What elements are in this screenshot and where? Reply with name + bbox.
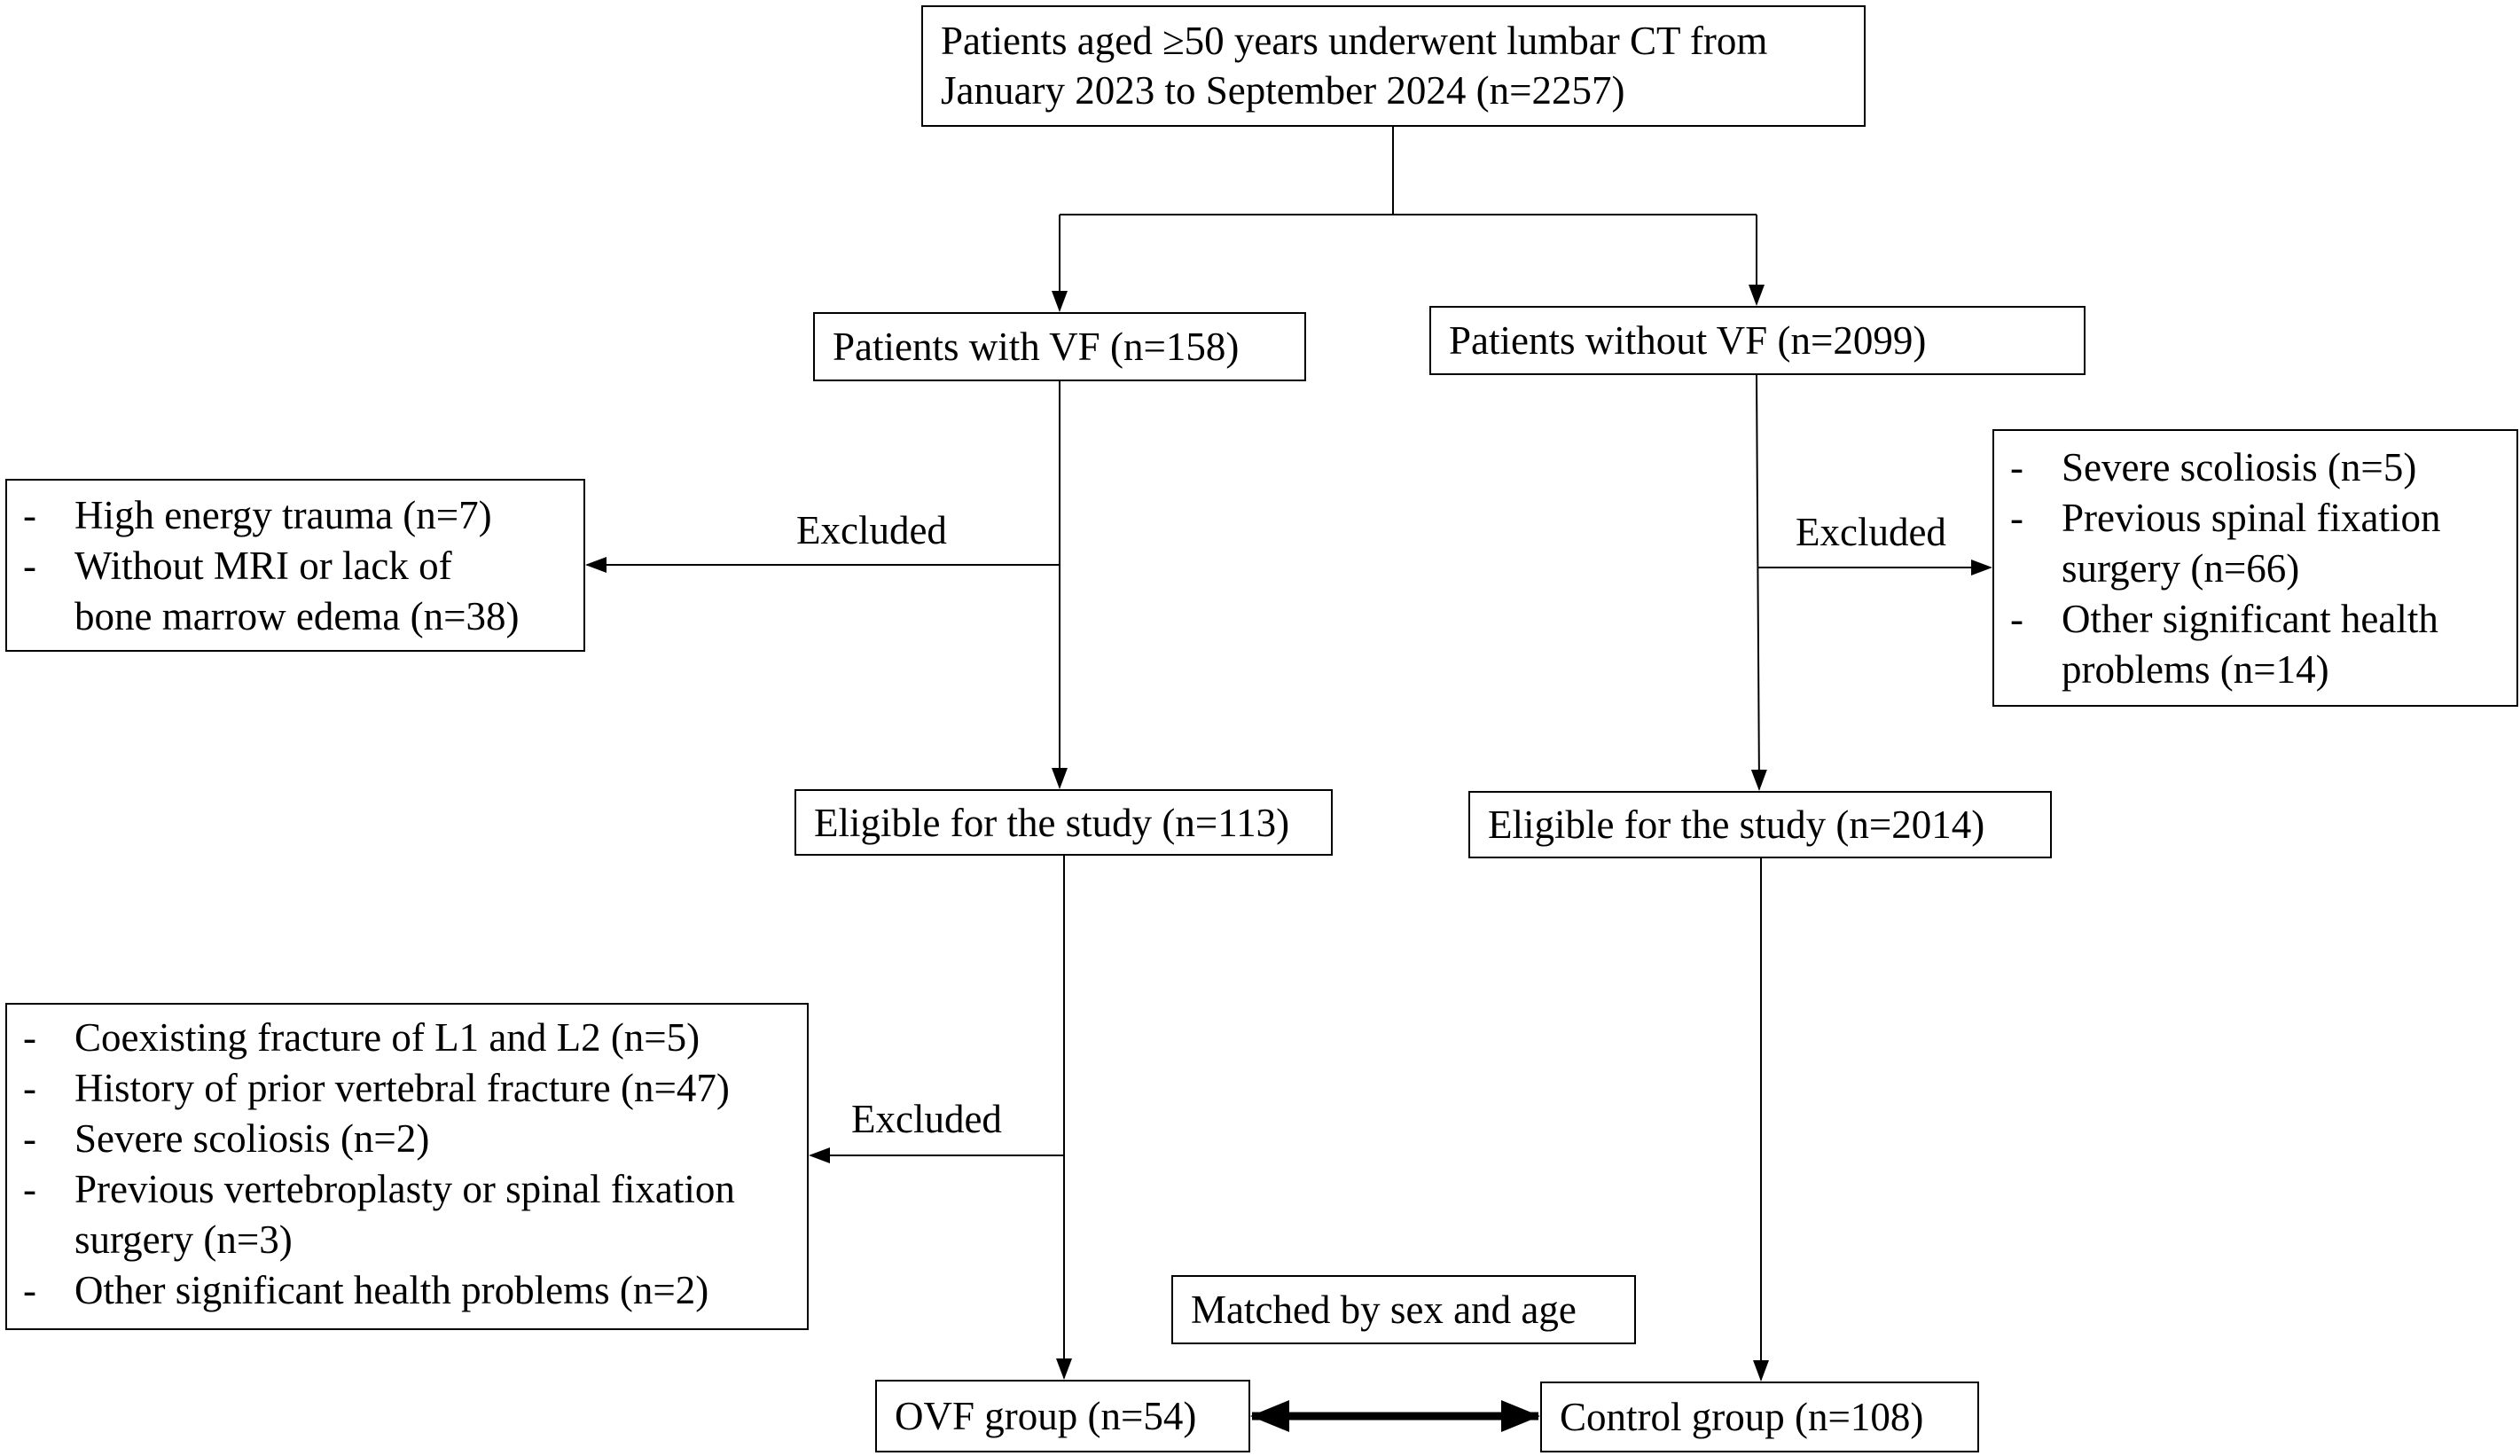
vf-exclusions-list-2: -Coexisting fracture of L1 and L2 (n=5) … xyxy=(7,1013,807,1316)
start-box: Patients aged ≥50 years underwent lumbar… xyxy=(921,5,1866,127)
exclusion-item: -Severe scoliosis (n=5) xyxy=(2010,445,2417,489)
vf-exclusions-box-2: -Coexisting fracture of L1 and L2 (n=5) … xyxy=(5,1003,809,1330)
exclusion-item: -Other significant health problems (n=2) xyxy=(23,1268,709,1312)
vf-eligible-label: Eligible for the study (n=113) xyxy=(814,800,1290,845)
vf-cohort-label: Patients with VF (n=158) xyxy=(833,325,1240,369)
exclusion-item: -High energy trauma (n=7) xyxy=(23,493,492,537)
start-line-1: Patients aged ≥50 years underwent lumbar… xyxy=(941,19,1768,63)
no-vf-cohort-label: Patients without VF (n=2099) xyxy=(1449,318,1927,363)
no-vf-cohort-box: Patients without VF (n=2099) xyxy=(1429,306,2086,375)
no-vf-eligible-label: Eligible for the study (n=2014) xyxy=(1488,802,1985,847)
no-vf-exclusions-box: -Severe scoliosis (n=5) -Previous spinal… xyxy=(1992,429,2518,707)
no-vf-exclusions-list: -Severe scoliosis (n=5) -Previous spinal… xyxy=(1994,442,2516,695)
vf-eligible-box: Eligible for the study (n=113) xyxy=(794,789,1333,856)
vf-exclusions-box-1: -High energy trauma (n=7) -Without MRI o… xyxy=(5,479,585,652)
vf-excluded-label-2: Excluded xyxy=(851,1097,1002,1141)
ovf-group-box: OVF group (n=54) xyxy=(875,1380,1250,1452)
exclusion-item: -Severe scoliosis (n=2) xyxy=(23,1116,430,1161)
matching-box: Matched by sex and age xyxy=(1171,1275,1636,1344)
no-vf-excluded-label: Excluded xyxy=(1796,510,1946,554)
exclusion-item: -History of prior vertebral fracture (n=… xyxy=(23,1066,730,1110)
vf-excluded-label-1: Excluded xyxy=(796,508,947,552)
no-vf-eligible-box: Eligible for the study (n=2014) xyxy=(1468,791,2052,858)
start-line-2: January 2023 to September 2024 (n=2257) xyxy=(941,68,1625,113)
exclusion-item: -Coexisting fracture of L1 and L2 (n=5) xyxy=(23,1015,700,1060)
ovf-group-label: OVF group (n=54) xyxy=(895,1394,1197,1438)
vf-cohort-box: Patients with VF (n=158) xyxy=(813,312,1306,381)
control-group-box: Control group (n=108) xyxy=(1540,1382,1979,1452)
vf-exclusions-list-1: -High energy trauma (n=7) -Without MRI o… xyxy=(7,490,583,642)
matching-label: Matched by sex and age xyxy=(1191,1288,1577,1332)
control-group-label: Control group (n=108) xyxy=(1560,1395,1924,1439)
arrow-to-no-vf-eligible xyxy=(1750,374,1767,791)
exclusion-item: -Previous vertebroplasty or spinal fixat… xyxy=(23,1167,735,1262)
